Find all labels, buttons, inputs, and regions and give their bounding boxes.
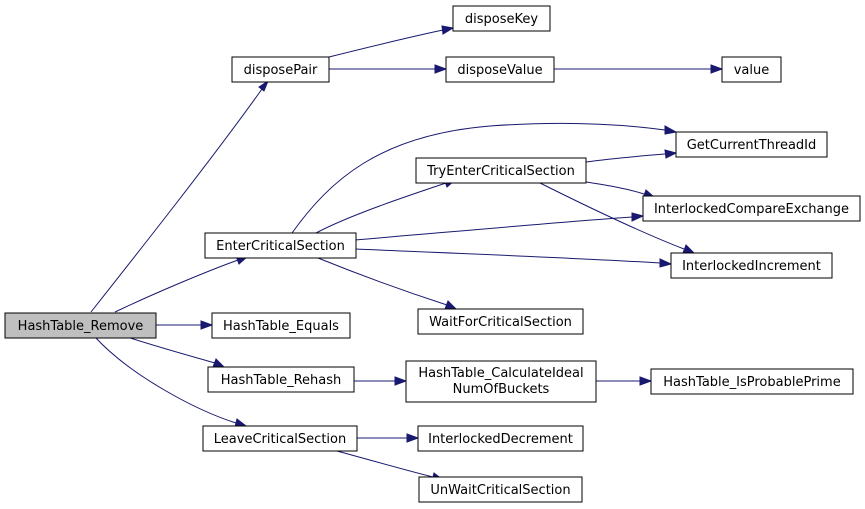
node-label: HashTable_Equals [223, 319, 339, 334]
node-interlockedincrement[interactable]: InterlockedIncrement [670, 252, 833, 279]
node-label: disposeValue [457, 63, 542, 78]
node-label: EnterCriticalSection [216, 239, 345, 254]
edge-tryenter-to-getcurrentthreadid [585, 149, 678, 163]
node-label: value [734, 63, 770, 78]
edge-remove-to-rehash [126, 336, 226, 368]
node-label: HashTable_IsProbablePrime [663, 375, 840, 390]
node-interlockeddecrement[interactable]: InterlockedDecrement [417, 425, 584, 452]
node-label: InterlockedIncrement [682, 259, 821, 274]
node-label: disposeKey [465, 12, 538, 27]
edge-disposepair-to-disposekey [328, 25, 455, 58]
node-label: LeaveCriticalSection [214, 432, 346, 447]
edge-enter-to-tryenter [315, 178, 457, 234]
edge-leave-to-interlockeddecrement [357, 433, 420, 443]
node-label: TryEnterCriticalSection [426, 164, 575, 179]
node-label: UnWaitCriticalSection [430, 483, 570, 498]
node-unwaitcriticalsection[interactable]: UnWaitCriticalSection [418, 476, 583, 503]
node-hashtable-isprobableprime[interactable]: HashTable_IsProbablePrime [650, 368, 854, 395]
node-disposepair[interactable]: disposePair [231, 56, 330, 83]
node-hashtable-equals[interactable]: HashTable_Equals [211, 312, 351, 339]
node-getcurrentthreadid[interactable]: GetCurrentThreadId [675, 131, 828, 158]
edge-remove-to-entercriticalsection [114, 255, 250, 313]
node-hashtable-calculateidealnumofbuckets[interactable]: HashTable_CalculateIdeal NumOfBuckets [405, 360, 597, 403]
edge-remove-to-equals [156, 320, 214, 330]
node-label: InterlockedCompareExchange [654, 202, 849, 217]
edge-enter-to-waitforcriticalsection [317, 257, 458, 310]
node-entercriticalsection[interactable]: EnterCriticalSection [204, 232, 357, 259]
node-label-line1: HashTable_CalculateIdeal [418, 366, 583, 381]
edge-calculateideal-to-isprobableprime [596, 376, 653, 386]
node-hashtable-rehash[interactable]: HashTable_Rehash [207, 366, 355, 393]
edge-disposepair-to-disposevalue [329, 64, 448, 74]
node-label: WaitForCriticalSection [429, 315, 572, 330]
edge-enter-to-compareexchange [354, 212, 645, 241]
node-label: HashTable_Rehash [221, 373, 342, 388]
node-tryentercriticalsection[interactable]: TryEnterCriticalSection [415, 157, 587, 184]
edge-rehash-to-calculateideal [354, 376, 408, 386]
node-waitforcriticalsection[interactable]: WaitForCriticalSection [417, 308, 584, 335]
node-interlockedcompareexchange[interactable]: InterlockedCompareExchange [642, 195, 861, 222]
node-label: InterlockedDecrement [428, 432, 573, 447]
node-label: disposePair [244, 63, 318, 78]
node-disposevalue[interactable]: disposeValue [445, 56, 555, 83]
node-label: HashTable_Remove [18, 319, 144, 334]
edge-remove-to-disposepair [90, 79, 270, 313]
edge-disposevalue-to-value [554, 64, 724, 74]
edge-enter-to-interlockedincrement [354, 248, 673, 268]
node-label: GetCurrentThreadId [687, 138, 817, 153]
node-leavecriticalsection[interactable]: LeaveCriticalSection [202, 425, 358, 452]
node-hashtable-remove[interactable]: HashTable_Remove [4, 312, 157, 339]
node-label-line2: NumOfBuckets [453, 382, 550, 397]
node-disposekey[interactable]: disposeKey [452, 5, 551, 32]
edge-enter-to-getcurrentthreadid [291, 122, 678, 234]
node-value[interactable]: value [721, 56, 782, 83]
